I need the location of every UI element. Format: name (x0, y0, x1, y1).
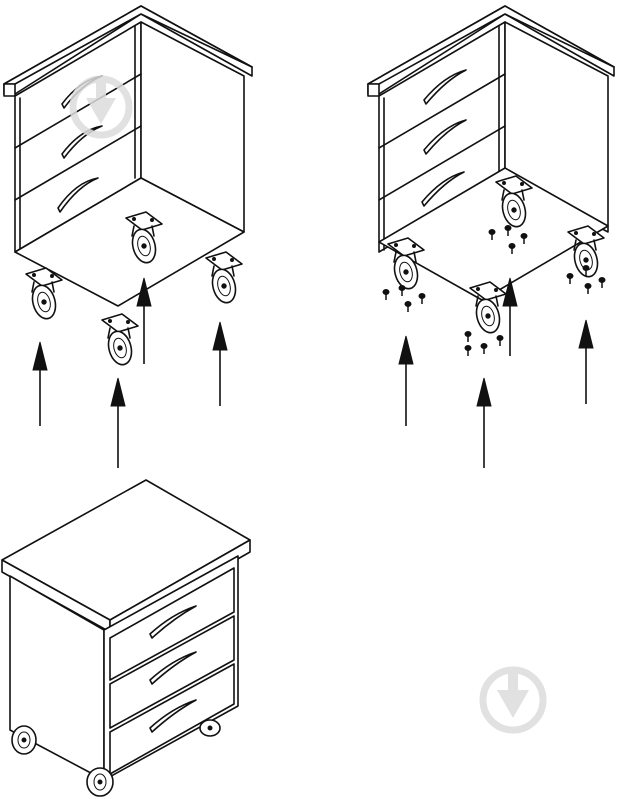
panel-cabinet-casters-screws (367, 5, 615, 468)
download-arrow-logo-icon (69, 75, 133, 139)
panel-cabinet-casters-attach (3, 5, 253, 468)
download-arrow-logo-icon (479, 666, 547, 734)
panel-cabinet-assembled (1, 479, 251, 797)
